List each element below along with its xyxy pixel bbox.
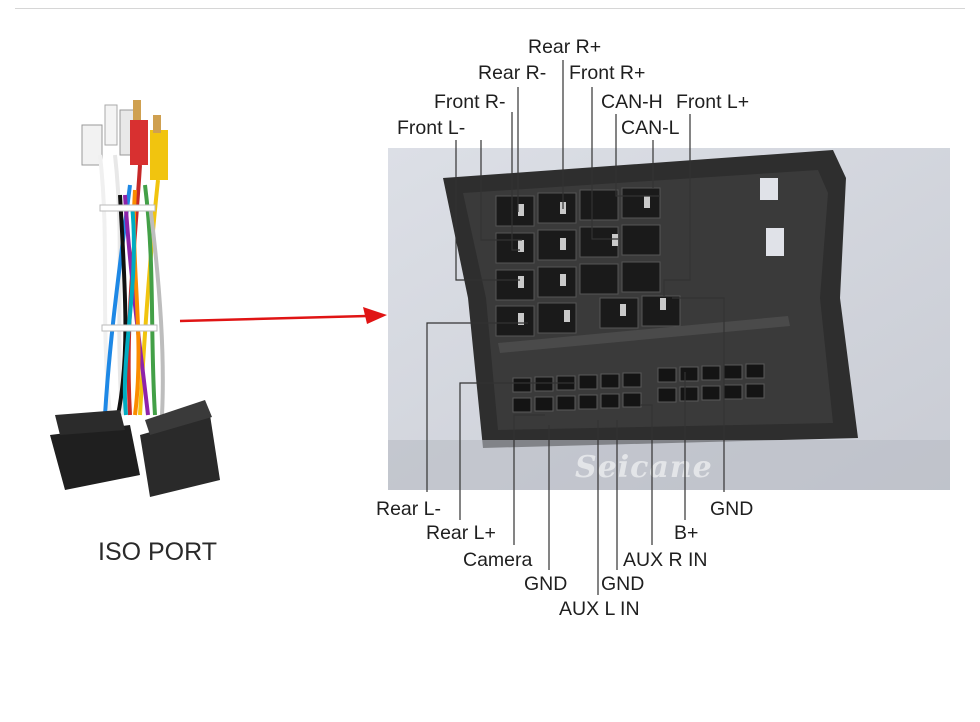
iso-connector-image [388, 148, 950, 490]
iso-port-caption: ISO PORT [98, 538, 218, 566]
label-aux-r-in: AUX R IN [623, 549, 708, 571]
label-camera: Camera [463, 549, 533, 571]
label-gnd-2: GND [601, 573, 645, 595]
watermark: Seicane [575, 450, 713, 485]
label-b-plus: B+ [674, 522, 699, 544]
label-front-l-plus: Front L+ [676, 91, 750, 113]
label-aux-l-in: AUX L IN [559, 598, 640, 620]
label-front-r-minus: Front R- [434, 91, 506, 113]
label-can-h: CAN-H [601, 91, 663, 113]
label-gnd-1: GND [524, 573, 568, 595]
pointer-arrow [179, 307, 387, 324]
label-gnd-3: GND [710, 498, 754, 520]
label-rear-l-minus: Rear L- [376, 498, 442, 520]
label-front-l-minus: Front L- [397, 117, 466, 139]
label-can-l: CAN-L [621, 117, 680, 139]
label-front-r-plus: Front R+ [569, 62, 646, 84]
label-rear-r-minus: Rear R- [478, 62, 547, 84]
label-rear-l-plus: Rear L+ [426, 522, 496, 544]
label-rear-r-plus: Rear R+ [528, 36, 602, 58]
wiring-harness-image [50, 100, 220, 497]
top-divider [15, 8, 965, 9]
